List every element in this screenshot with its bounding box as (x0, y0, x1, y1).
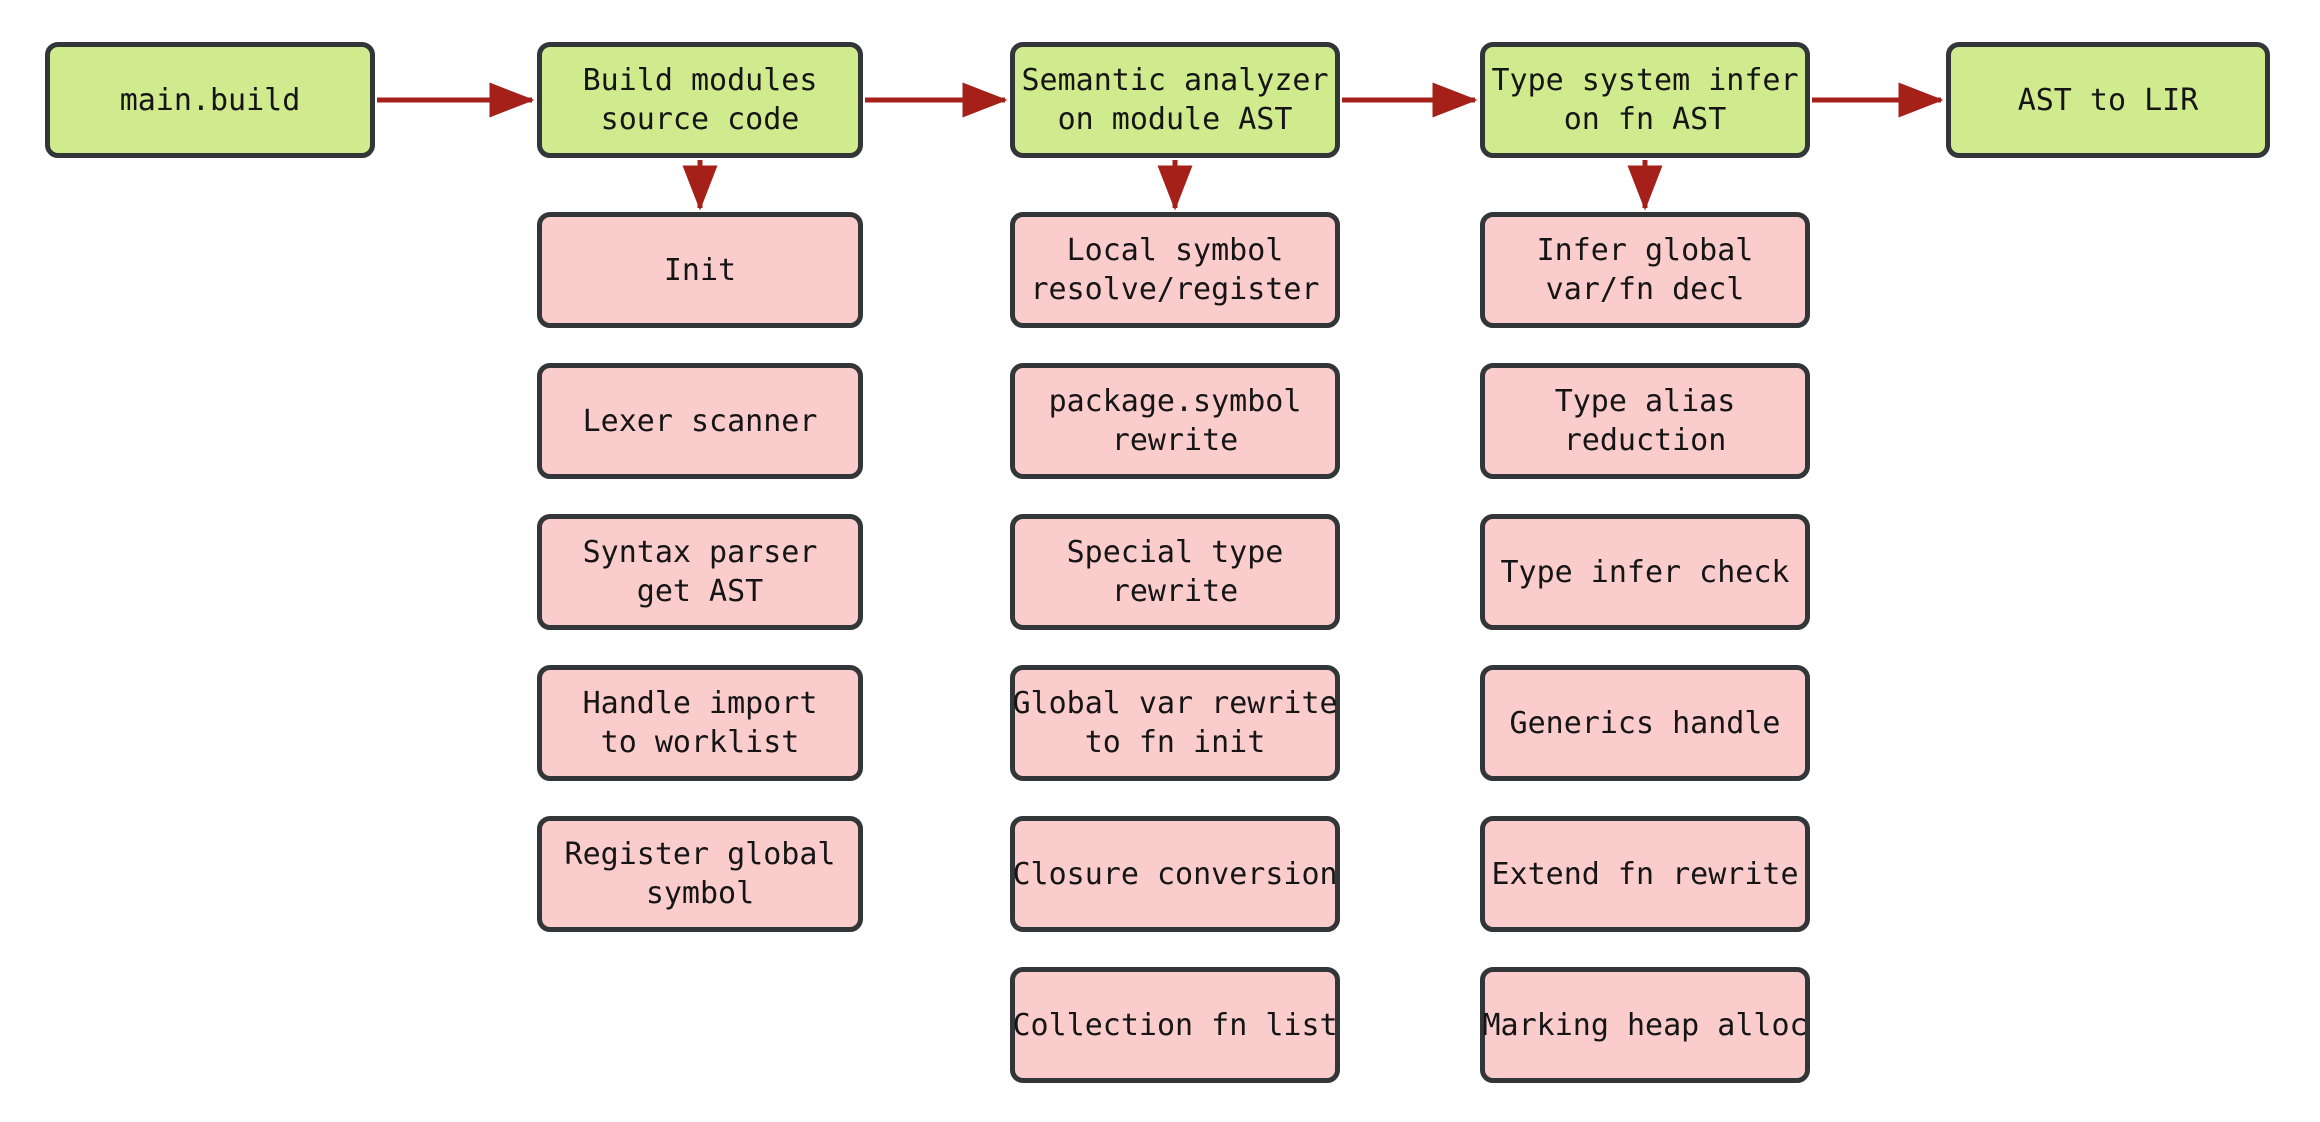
step-generics-handle[interactable]: Generics handle (1480, 665, 1810, 781)
step-special-type-rewrite[interactable]: Special type rewrite (1010, 514, 1340, 630)
step-marking-heap-alloc[interactable]: Marking heap alloc (1480, 967, 1810, 1083)
step-init[interactable]: Init (537, 212, 863, 328)
step-syntax-parser[interactable]: Syntax parser get AST (537, 514, 863, 630)
stage-build-modules[interactable]: Build modules source code (537, 42, 863, 158)
step-collection-fn-list[interactable]: Collection fn list (1010, 967, 1340, 1083)
step-closure-conversion[interactable]: Closure conversion (1010, 816, 1340, 932)
step-package-symbol-rewrite[interactable]: package.symbol rewrite (1010, 363, 1340, 479)
stage-ast-to-lir[interactable]: AST to LIR (1946, 42, 2270, 158)
step-register-global-symbol[interactable]: Register global symbol (537, 816, 863, 932)
step-lexer-scanner[interactable]: Lexer scanner (537, 363, 863, 479)
step-local-symbol-resolve[interactable]: Local symbol resolve/register (1010, 212, 1340, 328)
step-extend-fn-rewrite[interactable]: Extend fn rewrite (1480, 816, 1810, 932)
stage-semantic-analyzer[interactable]: Semantic analyzer on module AST (1010, 42, 1340, 158)
step-infer-global-var-fn-decl[interactable]: Infer global var/fn decl (1480, 212, 1810, 328)
step-global-var-rewrite[interactable]: Global var rewrite to fn init (1010, 665, 1340, 781)
step-handle-import[interactable]: Handle import to worklist (537, 665, 863, 781)
step-type-alias-reduction[interactable]: Type alias reduction (1480, 363, 1810, 479)
stage-main-build[interactable]: main.build (45, 42, 375, 158)
stage-type-system-infer[interactable]: Type system infer on fn AST (1480, 42, 1810, 158)
step-type-infer-check[interactable]: Type infer check (1480, 514, 1810, 630)
